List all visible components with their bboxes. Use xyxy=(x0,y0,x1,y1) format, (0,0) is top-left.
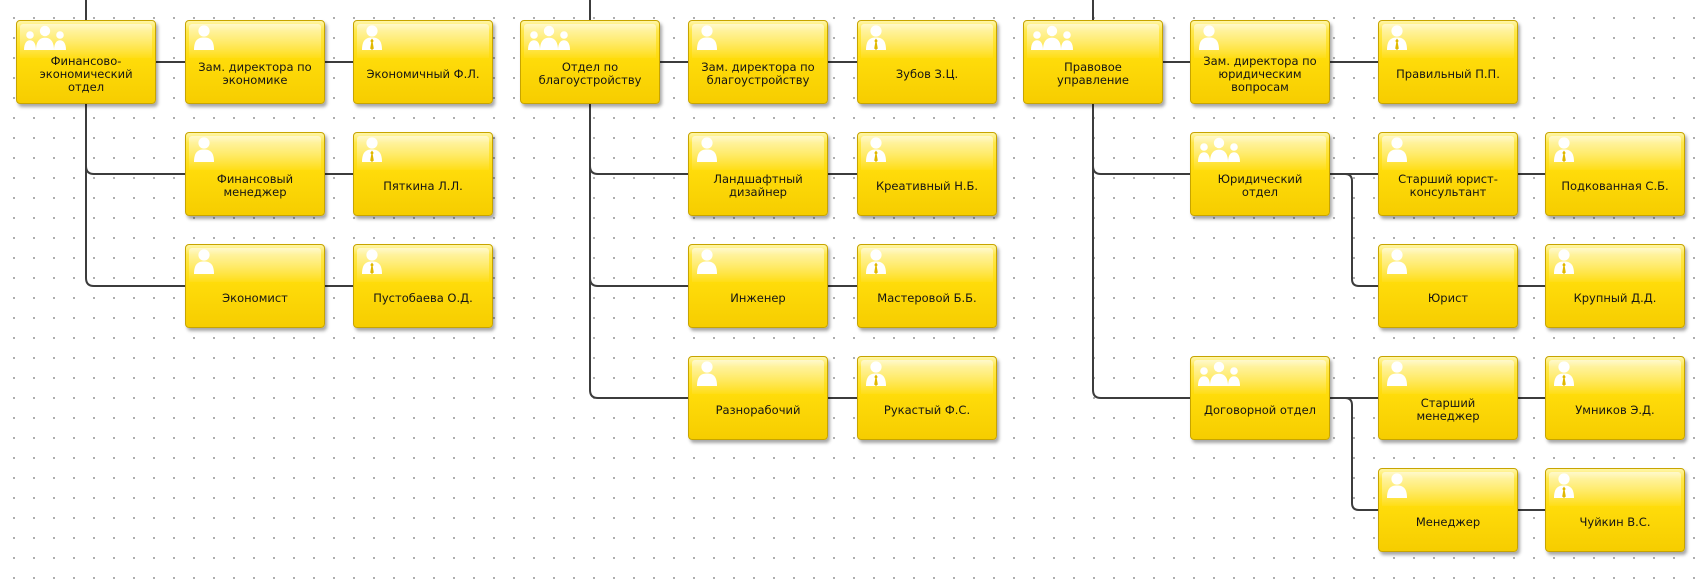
position-node-n12[interactable]: Креативный Н.Б. xyxy=(857,132,997,216)
person-icon xyxy=(1385,360,1409,391)
person-tie-icon xyxy=(864,248,888,279)
node-label: Умников Э.Д. xyxy=(1575,402,1655,417)
node-label: Инженер xyxy=(730,290,786,305)
person-icon xyxy=(695,360,719,391)
connector-n1-n6 xyxy=(85,104,185,287)
position-node-n21[interactable]: Старший юрист-консультант xyxy=(1378,132,1518,216)
node-label: Разнорабочий xyxy=(715,402,801,417)
person-icon xyxy=(1197,24,1221,55)
people-group-icon xyxy=(1197,360,1241,391)
person-tie-icon xyxy=(360,136,384,167)
person-tie-icon xyxy=(1552,248,1576,279)
person-icon xyxy=(192,24,216,55)
person-icon xyxy=(1385,248,1409,279)
node-label: Старший юрист-консультант xyxy=(1398,172,1498,199)
node-label: Мастеровой Б.Б. xyxy=(877,290,977,305)
person-icon xyxy=(192,248,216,279)
person-tie-icon xyxy=(1552,360,1576,391)
node-label: Зубов З.Ц. xyxy=(895,66,959,81)
person-tie-icon xyxy=(1552,472,1576,503)
person-tie-icon xyxy=(360,24,384,55)
connector-n20-n23 xyxy=(1330,173,1378,287)
node-label: Чуйкин В.С. xyxy=(1579,514,1651,529)
node-label: Юрист xyxy=(1427,290,1469,305)
position-node-n15[interactable]: Разнорабочий xyxy=(688,356,828,440)
node-label: Подкованная С.Б. xyxy=(1561,178,1669,193)
position-node-n23[interactable]: Юрист xyxy=(1378,244,1518,328)
position-node-n3[interactable]: Экономичный Ф.Л. xyxy=(353,20,493,104)
person-tie-icon xyxy=(360,248,384,279)
node-label: Пустобаева О.Д. xyxy=(373,290,473,305)
position-node-n28[interactable]: Менеджер xyxy=(1378,468,1518,552)
person-tie-icon xyxy=(864,136,888,167)
department-node-n25[interactable]: Договорной отдел xyxy=(1190,356,1330,440)
person-icon xyxy=(1385,472,1409,503)
node-label: Экономичный Ф.Л. xyxy=(366,66,480,81)
people-group-icon xyxy=(23,24,67,55)
position-node-n22[interactable]: Подкованная С.Б. xyxy=(1545,132,1685,216)
people-group-icon xyxy=(527,24,571,55)
person-icon xyxy=(695,248,719,279)
position-node-n16[interactable]: Рукастый Ф.С. xyxy=(857,356,997,440)
position-node-n13[interactable]: Инженер xyxy=(688,244,828,328)
person-tie-icon xyxy=(864,360,888,391)
person-tie-icon xyxy=(864,24,888,55)
node-label: Экономист xyxy=(222,290,288,305)
position-node-n19[interactable]: Правильный П.П. xyxy=(1378,20,1518,104)
node-label: Менеджер xyxy=(1415,514,1481,529)
node-label: Крупный Д.Д. xyxy=(1573,290,1657,305)
connector-n8-n11 xyxy=(589,104,688,175)
node-label: Рукастый Ф.С. xyxy=(883,402,971,417)
node-label: Договорной отдел xyxy=(1203,402,1316,417)
connector-n8-n13 xyxy=(589,104,688,287)
connector-n1-n4 xyxy=(85,104,185,175)
person-icon xyxy=(192,136,216,167)
connector-n17-n25 xyxy=(1092,104,1190,399)
node-label: Пяткина Л.Л. xyxy=(383,178,463,193)
person-icon xyxy=(1385,136,1409,167)
person-tie-icon xyxy=(1552,136,1576,167)
position-node-n10[interactable]: Зубов З.Ц. xyxy=(857,20,997,104)
node-label: Креативный Н.Б. xyxy=(875,178,979,193)
node-label: Правильный П.П. xyxy=(1396,66,1500,81)
person-tie-icon xyxy=(1385,24,1409,55)
position-node-n27[interactable]: Умников Э.Д. xyxy=(1545,356,1685,440)
people-group-icon xyxy=(1030,24,1074,55)
position-node-n24[interactable]: Крупный Д.Д. xyxy=(1545,244,1685,328)
people-group-icon xyxy=(1197,136,1241,167)
connector-n25-n28 xyxy=(1330,397,1378,511)
position-node-n6[interactable]: Экономист xyxy=(185,244,325,328)
position-node-n29[interactable]: Чуйкин В.С. xyxy=(1545,468,1685,552)
person-icon xyxy=(695,24,719,55)
person-icon xyxy=(695,136,719,167)
position-node-n5[interactable]: Пяткина Л.Л. xyxy=(353,132,493,216)
position-node-n7[interactable]: Пустобаева О.Д. xyxy=(353,244,493,328)
connector-n17-n20 xyxy=(1092,104,1190,175)
connector-n8-n15 xyxy=(589,104,688,399)
position-node-n14[interactable]: Мастеровой Б.Б. xyxy=(857,244,997,328)
